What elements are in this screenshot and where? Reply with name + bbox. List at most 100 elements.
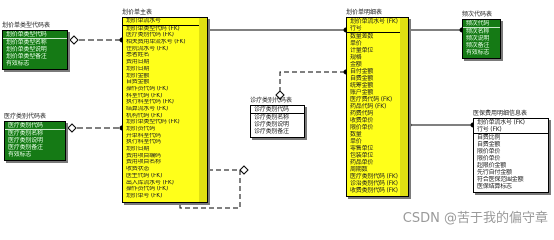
entity-attribute: 医保结算标志	[477, 183, 512, 190]
entity-attribute: 金额	[350, 61, 362, 68]
entity-attribute: 科室代码 (FK)	[126, 92, 163, 99]
entity-key-section: 频次代码	[463, 20, 500, 28]
entity-attribute: 符合医保范围金额	[477, 176, 524, 183]
entity-attribute: 限价单价	[477, 155, 501, 162]
entity-attribute: 零售单位	[350, 145, 374, 152]
entity-attribute: 数量差数	[350, 33, 374, 40]
entity-attribute: 单价	[350, 40, 362, 47]
entity-attribute: 划价单号 (FK)	[126, 192, 163, 199]
entity-attribute: 诊疗类别说明	[254, 121, 289, 128]
rel-optional-diamond	[239, 165, 249, 175]
entity-attribute: 包装单位	[350, 152, 374, 159]
entity-attribute: 划价日期	[126, 146, 150, 153]
entity-attribute: 账户金额	[350, 89, 374, 96]
entity-attribute: 频次名称	[466, 28, 490, 35]
entity-key-attribute: 频次代码	[466, 20, 490, 27]
entity-attribute-section: 医疗类别名称医疗类别说明医疗类别备注有效标志	[5, 130, 65, 160]
entity-attribute: 医疗类别代码 (FK)	[126, 32, 174, 39]
entity-title-medical_type: 医疗类别代码表	[4, 113, 47, 120]
entity-attribute: 限价单价	[350, 124, 374, 131]
entity-attribute: 周期数	[350, 166, 368, 173]
entity-attribute: 住院流水号 (FK)	[126, 45, 168, 52]
entity-attribute: 先行自付金额	[477, 169, 512, 176]
entity-attribute: 有效标志	[6, 60, 30, 67]
entity-attribute: 划价日期	[126, 65, 150, 72]
entity-attribute: 医疗类别说明	[8, 137, 43, 144]
entity-attribute: 医疗类别备注	[8, 144, 43, 151]
entity-treatment_type[interactable]: 诊疗类别代码诊疗类别名称诊疗类别说明诊疗类别备注	[250, 105, 305, 138]
entity-attribute: 相关费用单流水号 (FK)	[126, 39, 186, 46]
entity-pricing_master[interactable]: 划价单流水号划价单类型代码 (FK)医疗类别代码 (FK)相关费用单流水号 (F…	[122, 17, 208, 203]
entity-attribute: 费用日期	[126, 59, 150, 66]
rel-optional-diamond	[67, 123, 77, 133]
entity-attribute: 药费代码	[350, 110, 374, 117]
entity-attribute: 收费类别代码 (FK)	[350, 187, 398, 194]
entity-attribute: 划价单类型名称	[6, 39, 47, 46]
entity-attribute: 操作员代码 (FK)	[126, 186, 168, 193]
entity-key-section: 划价单类型代码	[3, 31, 67, 39]
entity-attribute: 限价单价	[477, 148, 501, 155]
entity-attribute: 超限价金额	[477, 162, 507, 169]
entity-key-attribute: 诊疗类别代码	[254, 106, 289, 113]
entity-attribute: 收费单价	[350, 117, 374, 124]
entity-attribute: 划价单类型代码 (FK)	[126, 25, 180, 32]
entity-key-section: 诊疗类别代码	[251, 106, 304, 114]
entity-attribute: 划价单类型说明	[6, 46, 47, 53]
rel-optional-diamond	[275, 90, 285, 100]
entity-attribute: 划价金额	[126, 72, 150, 79]
entity-attribute-section: 划价单类型名称划价单类型说明划价单类型备注有效标志	[3, 39, 67, 69]
entity-pricing_unit_type[interactable]: 划价单类型代码划价单类型名称划价单类型说明划价单类型备注有效标志	[2, 30, 68, 70]
relationship-treatment-to-detail	[279, 71, 346, 100]
entity-attribute: 患者姓名	[126, 52, 150, 59]
entity-attribute: 有效标志	[8, 151, 32, 158]
entity-attribute: 规格	[350, 54, 362, 61]
entity-attribute: 统筹金额	[350, 82, 374, 89]
entity-title-pricing_detail: 划价单明细表	[346, 9, 383, 16]
entity-attribute: 医疗类别名称	[8, 130, 43, 137]
entity-attribute: 药品单价	[350, 159, 374, 166]
entity-attribute: 频次说明	[466, 35, 490, 42]
entity-attribute: 有效标志	[466, 49, 490, 56]
entity-attribute: 医疗类别代码 (FK)	[350, 173, 398, 180]
entity-attribute-section: 划价单类型代码 (FK)医疗类别代码 (FK)相关费用单流水号 (FK)住院流水…	[123, 26, 207, 202]
entity-title-pricing_master: 划价单主表	[122, 9, 153, 16]
entity-attribute: 执行科室代码	[126, 139, 161, 146]
entity-attribute: 收费状态	[126, 166, 150, 173]
entity-shade	[400, 18, 408, 196]
entity-attribute-section: 数量差数单价计量单位规格金额自付金额自费金额统筹金额账户金额医疗费代码 (FK)…	[347, 33, 408, 196]
entity-attribute: 诊疗类别名称	[254, 114, 289, 121]
entity-attribute: 数量	[350, 131, 362, 138]
entity-attribute: 自费金额	[350, 75, 374, 82]
entity-key-section: 划价单流水号 (FK)行号	[347, 18, 408, 33]
entity-attribute: 划价员代码	[126, 126, 156, 132]
entity-attribute: 自费金额	[126, 79, 150, 86]
entity-pricing_detail[interactable]: 划价单流水号 (FK)行号数量差数单价计量单位规格金额自付金额自费金额统筹金额账…	[346, 17, 409, 197]
entity-attribute: 划价单类型代码 (FK)	[126, 119, 180, 126]
rel-optional-diamond	[69, 35, 79, 45]
entity-frequency[interactable]: 频次代码频次名称频次说明频次备注有效标志	[462, 19, 501, 59]
entity-attribute: 诊疗类别备注	[254, 128, 289, 135]
entity-title-frequency: 频次代码表	[462, 11, 493, 18]
entity-title-insurance_detail: 医保费用明细信息表	[473, 110, 528, 117]
entity-attribute: 诊治类别代码 (FK)	[350, 180, 398, 187]
entity-key-attribute: 划价单类型代码	[6, 31, 47, 38]
entity-attribute-section: 诊疗类别名称诊疗类别说明诊疗类别备注	[251, 114, 304, 137]
entity-attribute: 药品代码 (FK)	[350, 103, 387, 110]
entity-key-section: 划价单流水号 (FK)行号 (FK)	[474, 119, 548, 134]
entity-attribute: 自费金额	[477, 141, 501, 148]
entity-key-attribute: 行号 (FK)	[477, 126, 502, 133]
entity-attribute: 频次备注	[466, 42, 490, 49]
watermark: CSDN @苦于我的偏守章	[402, 211, 548, 226]
entity-attribute: 医生代码 (FK)	[126, 172, 163, 179]
entity-attribute-section: 频次名称频次说明频次备注有效标志	[463, 28, 500, 58]
entity-key-attribute: 划价单流水号	[126, 18, 161, 24]
entity-key-section: 划价单流水号	[123, 18, 207, 26]
entity-title-pricing_unit_type: 划价单类型代码表	[2, 22, 51, 29]
entity-insurance_detail[interactable]: 划价单流水号 (FK)行号 (FK)自费比例自费金额限价单价限价单价超限价金额先…	[473, 118, 549, 193]
entity-attribute: 费用项目编码	[126, 152, 161, 159]
entity-medical_type[interactable]: 医疗类别代码医疗类别名称医疗类别说明医疗类别备注有效标志	[4, 121, 66, 161]
entity-key-attribute: 行号	[350, 25, 362, 32]
entity-key-attribute: 划价单流水号 (FK)	[350, 18, 398, 25]
entity-attribute-section: 自费比例自费金额限价单价限价单价超限价金额先行自付金额符合医保范围金额医保结算标…	[474, 134, 548, 192]
entity-key-section: 医疗类别代码	[5, 122, 65, 130]
